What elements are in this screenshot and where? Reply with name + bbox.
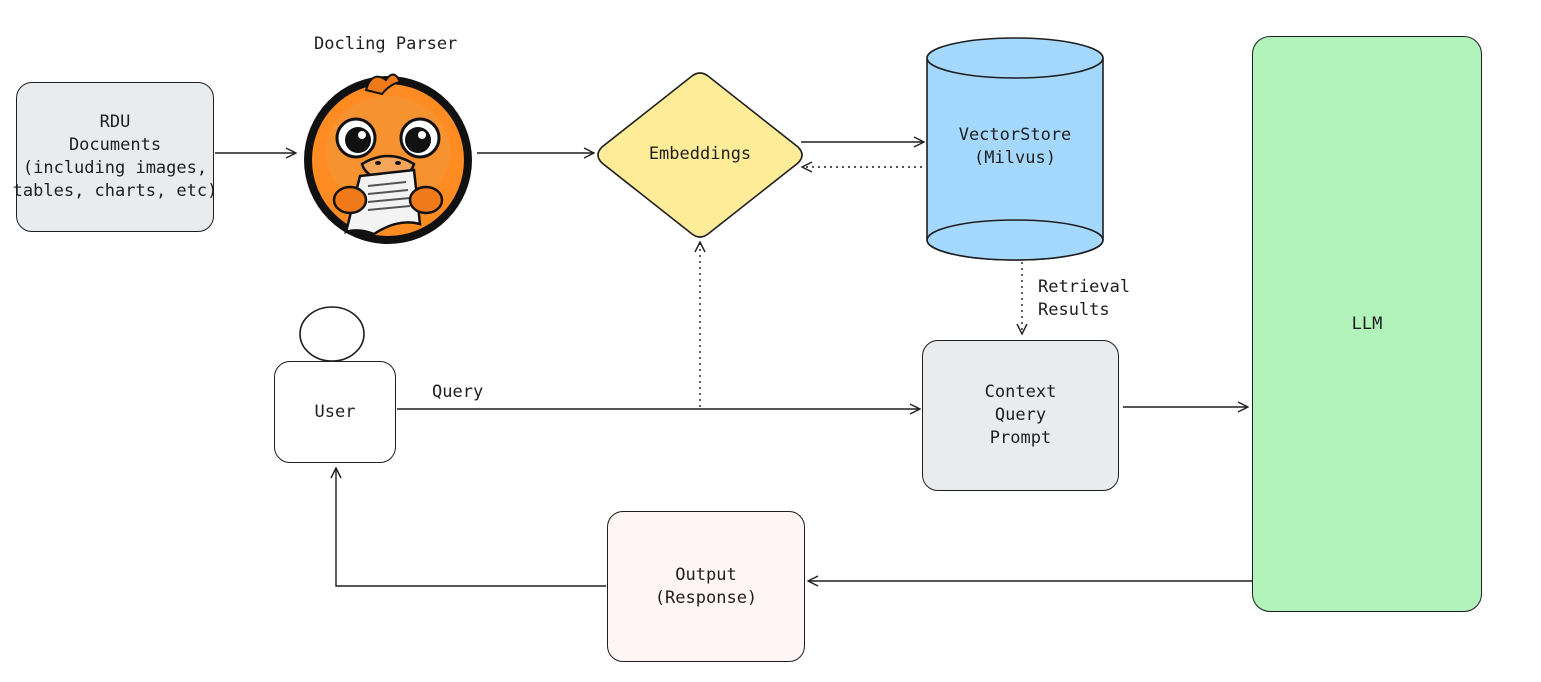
output-line-1: Output [675, 564, 737, 585]
rdu-documents-node: RDU Documents (including images, tables,… [13, 82, 217, 232]
context-query-prompt-node: Context Query Prompt [922, 340, 1119, 491]
vectorstore-label: VectorStore (Milvus) [921, 124, 1109, 170]
context-line-1: Context [984, 382, 1057, 402]
user-node: User [274, 361, 396, 463]
vectorstore-cylinder-shape [926, 37, 1104, 261]
output-node: Output (Response) [607, 511, 805, 662]
embeddings-diamond-shape [597, 72, 803, 238]
context-line-3: Prompt [989, 428, 1052, 448]
rdu-line-1: RDU [99, 112, 131, 132]
retrieval-line-2: Results [1038, 300, 1110, 320]
vectorstore-line-1: VectorStore [958, 125, 1072, 145]
parser-title: Docling Parser [314, 34, 458, 54]
user-label: User [314, 401, 356, 422]
llm-label: LLM [1351, 313, 1383, 334]
rdu-line-4: tables, charts, etc) [12, 181, 218, 201]
embeddings-label: Embeddings [648, 144, 752, 164]
edge-output-to-user [336, 468, 606, 587]
retrieval-results-label: Retrieval Results [1038, 276, 1130, 322]
query-label: Query [432, 382, 484, 402]
user-head-icon [299, 306, 365, 362]
context-line-2: Query [994, 405, 1047, 425]
vectorstore-line-2: (Milvus) [974, 148, 1056, 168]
retrieval-line-1: Retrieval [1038, 277, 1131, 297]
duck-mascot-icon [304, 73, 472, 244]
rdu-line-3: (including images, [22, 158, 208, 178]
rdu-line-2: Documents [68, 135, 162, 155]
output-line-2: (Response) [654, 587, 758, 608]
llm-node: LLM [1252, 36, 1482, 612]
